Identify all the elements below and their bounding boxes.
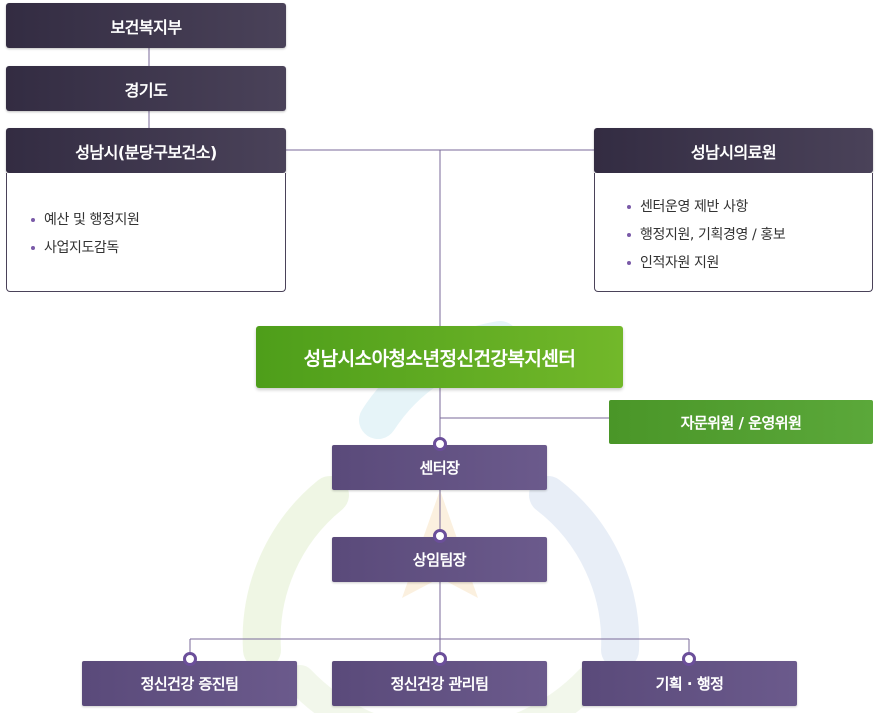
- connector-dot: [433, 652, 447, 666]
- connector-dot: [183, 652, 197, 666]
- connector-dot: [433, 529, 447, 543]
- connector-dot: [433, 437, 447, 451]
- main-center-box: 성남시소아청소년정신건강복지센터: [256, 326, 623, 388]
- medical-duty-item: 행정지원, 기획경영 / 홍보: [627, 221, 872, 249]
- city-duty-item: 사업지도감독: [31, 234, 285, 262]
- city-box: 성남시(분당구보건소): [6, 128, 286, 173]
- medical-duties-panel: 센터운영 제반 사항 행정지원, 기획경영 / 홍보 인적자원 지원: [594, 173, 873, 292]
- team-planning-box: 기획 · 행정: [582, 661, 797, 706]
- medical-duty-item: 인적자원 지원: [627, 249, 872, 277]
- team-management-box: 정신건강 관리팀: [332, 661, 547, 706]
- city-duty-item: 예산 및 행정지원: [31, 206, 285, 234]
- city-duties-list: 예산 및 행정지원 사업지도감독: [31, 206, 285, 262]
- ministry-box: 보건복지부: [6, 3, 286, 48]
- city-duties-panel: 예산 및 행정지원 사업지도감독: [6, 173, 286, 292]
- medical-center-box: 성남시의료원: [594, 128, 873, 173]
- director-box: 센터장: [332, 445, 547, 490]
- team-promotion-box: 정신건강 증진팀: [82, 661, 297, 706]
- medical-duty-item: 센터운영 제반 사항: [627, 193, 872, 221]
- team-leader-box: 상임팀장: [332, 537, 547, 582]
- medical-duties-list: 센터운영 제반 사항 행정지원, 기획경영 / 홍보 인적자원 지원: [627, 193, 872, 277]
- province-box: 경기도: [6, 66, 286, 111]
- connector-dot: [682, 652, 696, 666]
- committee-box: 자문위원 / 운영위원: [609, 400, 873, 444]
